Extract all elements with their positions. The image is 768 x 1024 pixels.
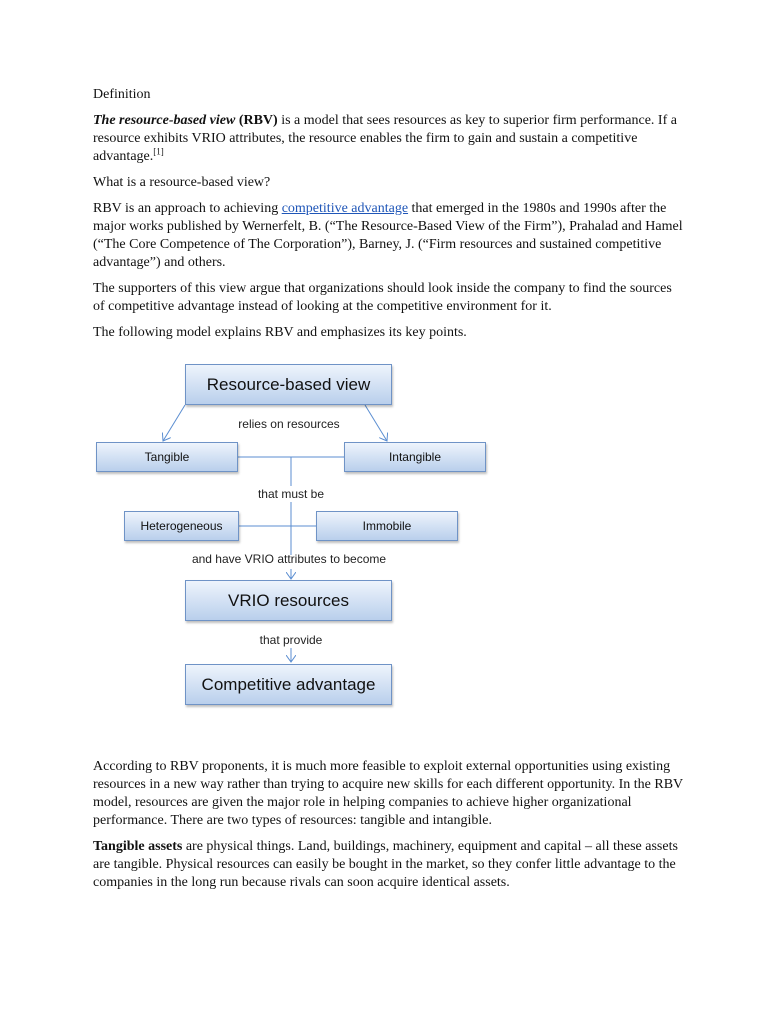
diagram-connectors [93, 404, 493, 710]
model-intro-paragraph: The following model explains RBV and emp… [93, 325, 467, 340]
label-that-must-be: that must be [257, 487, 325, 501]
history-text-before: RBV is an approach to achieving [93, 201, 282, 216]
box-resource-based-view: Resource-based view [185, 364, 392, 405]
document-body-bottom: According to RBV proponents, it is much … [93, 758, 683, 900]
history-text-after: that emerged in the 1980s and 1990s afte… [93, 201, 683, 270]
tangible-assets-paragraph: Tangible assets are physical things. Lan… [93, 838, 683, 892]
reference-link[interactable]: [1] [153, 146, 164, 157]
box-tangible: Tangible [96, 442, 238, 472]
arrow-to-tangible [163, 404, 186, 441]
label-relies-on-resources: relies on resources [238, 417, 340, 431]
proponents-paragraph: According to RBV proponents, it is much … [93, 759, 683, 828]
question-paragraph: What is a resource-based view? [93, 175, 271, 190]
tangible-assets-term: Tangible assets [93, 839, 183, 854]
supporters-paragraph: The supporters of this view argue that o… [93, 281, 672, 314]
document-body-top: Definition The resource-based view (RBV)… [93, 86, 683, 350]
box-immobile: Immobile [316, 511, 458, 541]
section-heading: Definition [93, 87, 151, 102]
box-intangible: Intangible [344, 442, 486, 472]
rbv-abbr: (RBV) [238, 113, 278, 128]
history-paragraph: RBV is an approach to achieving competit… [93, 200, 683, 272]
definition-paragraph: The resource-based view (RBV) is a model… [93, 112, 683, 166]
box-competitive-advantage: Competitive advantage [185, 664, 392, 705]
box-heterogeneous: Heterogeneous [124, 511, 239, 541]
rbv-diagram: Resource-based view relies on resources … [93, 360, 493, 710]
box-vrio-resources: VRIO resources [185, 580, 392, 621]
definition-text: is a model that sees resources as key to… [93, 113, 677, 164]
competitive-advantage-link[interactable]: competitive advantage [281, 201, 409, 216]
rbv-term: The resource-based view [93, 113, 236, 128]
label-that-provide: that provide [259, 633, 323, 647]
tangible-assets-text: are physical things. Land, buildings, ma… [93, 839, 678, 890]
label-vrio-attributes: and have VRIO attributes to become [191, 552, 387, 566]
arrow-to-intangible [364, 404, 387, 441]
